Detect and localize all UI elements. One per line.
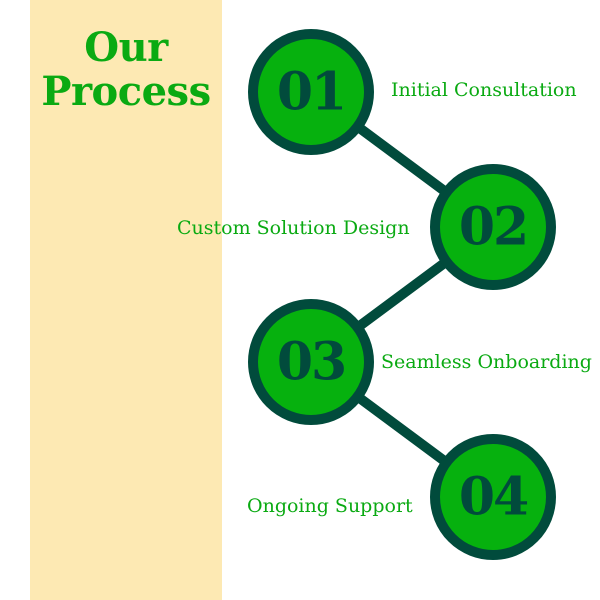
step-label-3: Seamless Onboarding [381, 351, 592, 373]
step-node-2: 02 [430, 164, 556, 290]
step-node-4: 04 [430, 434, 556, 560]
step-node-1: 01 [248, 29, 374, 155]
connectors [306, 87, 498, 502]
title-line-1: Our [84, 24, 168, 71]
step-number-3: 03 [277, 332, 345, 393]
step-number-4: 04 [459, 467, 528, 528]
step-number-1: 01 [277, 62, 345, 123]
step-label-2: Custom Solution Design [177, 217, 410, 239]
page-title: Our Process [30, 26, 222, 114]
title-line-2: Process [41, 68, 211, 115]
side-band [30, 0, 222, 600]
step-node-3: 03 [248, 299, 374, 425]
step-label-1: Initial Consultation [391, 79, 577, 101]
step-number-2: 02 [459, 197, 527, 258]
step-label-4: Ongoing Support [247, 495, 413, 517]
